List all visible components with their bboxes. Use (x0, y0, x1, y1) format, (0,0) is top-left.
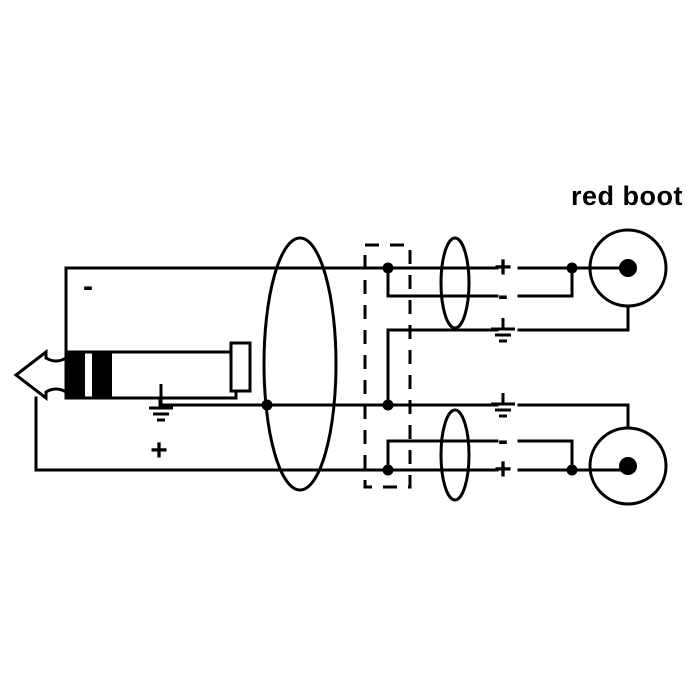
top-channel-plus-label: + (494, 251, 512, 284)
ground-symbol-bottom-channel (491, 393, 515, 418)
bottom-channel-minus-label: - (498, 424, 508, 457)
rca-top-minus-run (517, 266, 574, 298)
diagram-title: red boot (571, 181, 683, 211)
branch-bottom-minus (386, 439, 499, 472)
source-plus-label: + (150, 434, 168, 467)
twisted-pair-outline-bottom (439, 408, 471, 502)
branch-top-ground (386, 328, 499, 407)
cable-bundle-outline (262, 236, 338, 492)
source-minus-label: - (83, 270, 93, 303)
rca-connector-bottom-pin (619, 457, 637, 475)
junction-dot-bundle-shield (261, 399, 273, 411)
rca-connector-bottom-shell (588, 426, 668, 506)
ground-symbol-shield (149, 384, 173, 422)
branch-top-minus (386, 266, 499, 298)
junction-dot-rca-top (566, 262, 578, 274)
bottom-channel-plus-label: + (494, 453, 512, 486)
plug-tip (13, 348, 68, 402)
plug-barrel (64, 350, 238, 400)
top-channel-minus-label: - (498, 279, 508, 312)
twisted-pair-outline-top (439, 236, 471, 330)
rca-top-ground-run (517, 304, 630, 332)
breakout-box-outline (363, 243, 412, 489)
rca-connector-top-shell (588, 228, 668, 308)
plug-ring-insulator-2 (92, 353, 112, 397)
rca-connector-top-pin (619, 259, 637, 277)
plug-ring-insulator-1 (66, 353, 85, 397)
rca-bottom-ground-run (517, 403, 630, 430)
junction-dot-middle-bus (382, 399, 394, 411)
trs-phone-plug (13, 341, 252, 402)
rca-bottom-minus-run (517, 439, 574, 472)
plug-collar (229, 341, 252, 393)
ground-symbol-top-channel (491, 318, 515, 343)
